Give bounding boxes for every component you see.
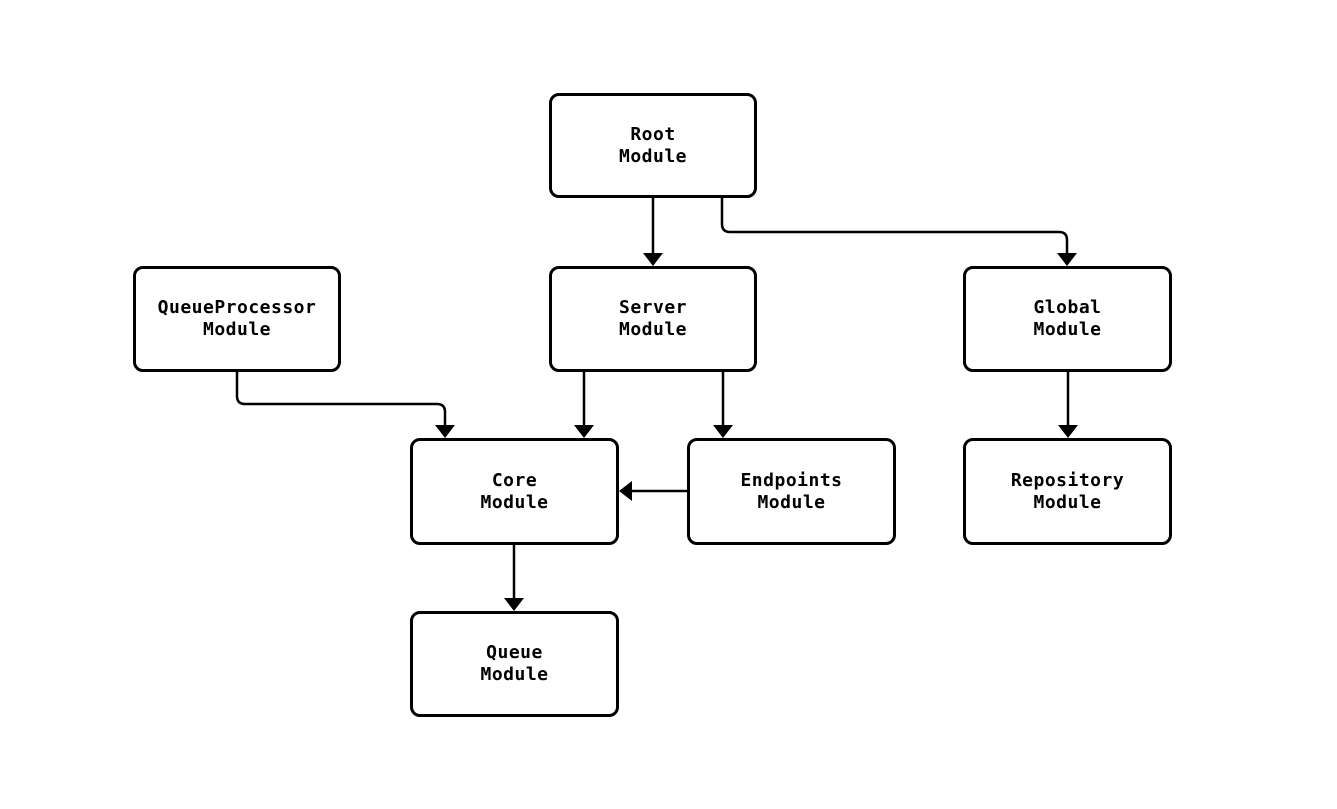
arrowhead-root-to-global xyxy=(1057,253,1077,266)
edge-queueprocessor-to-core xyxy=(235,372,447,425)
node-server-module: Server Module xyxy=(549,266,757,372)
node-queue-module: Queue Module xyxy=(410,611,619,717)
node-label: Core Module xyxy=(480,469,549,513)
node-repository-module: Repository Module xyxy=(963,438,1172,545)
arrowhead-core-to-queue xyxy=(504,598,524,611)
node-label: Queue Module xyxy=(480,642,549,685)
node-endpoints-module: Endpoints Module xyxy=(687,438,896,545)
arrowhead-server-to-core xyxy=(574,425,594,438)
arrowhead-root-to-server xyxy=(643,253,663,266)
node-label: Repository Module xyxy=(1010,469,1125,513)
arrowhead-queueprocessor-to-core xyxy=(435,425,455,438)
arrowhead-global-to-repository xyxy=(1058,425,1078,438)
node-core-module: Core Module xyxy=(410,438,619,545)
node-label: Root Module xyxy=(618,123,688,167)
node-queueprocessor-module: QueueProcessor Module xyxy=(133,266,341,372)
node-root-module: Root Module xyxy=(549,93,757,198)
arrowhead-server-to-endpoints xyxy=(713,425,733,438)
node-global-module: Global Module xyxy=(963,266,1172,372)
arrowhead-endpoints-to-core xyxy=(619,481,632,501)
node-label: Global Module xyxy=(1033,297,1102,340)
node-label: QueueProcessor Module xyxy=(157,297,317,340)
node-label: Endpoints Module xyxy=(740,469,843,513)
node-label: Server Module xyxy=(618,297,688,340)
edge-root-to-global xyxy=(720,198,1069,253)
